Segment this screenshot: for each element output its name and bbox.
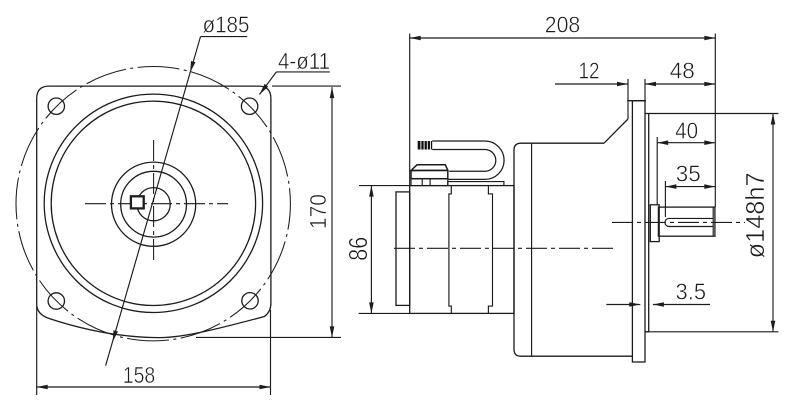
svg-text:ø185: ø185 [203,12,250,38]
svg-text:48: 48 [670,58,695,84]
svg-text:35: 35 [676,161,701,187]
svg-text:ø148h7: ø148h7 [740,172,770,258]
svg-text:40: 40 [675,117,698,143]
svg-text:3.5: 3.5 [676,279,707,305]
svg-text:4-ø11: 4-ø11 [278,48,330,74]
svg-text:158: 158 [123,362,156,388]
svg-text:12: 12 [579,58,600,84]
svg-text:170: 170 [305,194,331,229]
svg-text:208: 208 [545,11,581,37]
svg-text:86: 86 [345,237,373,261]
